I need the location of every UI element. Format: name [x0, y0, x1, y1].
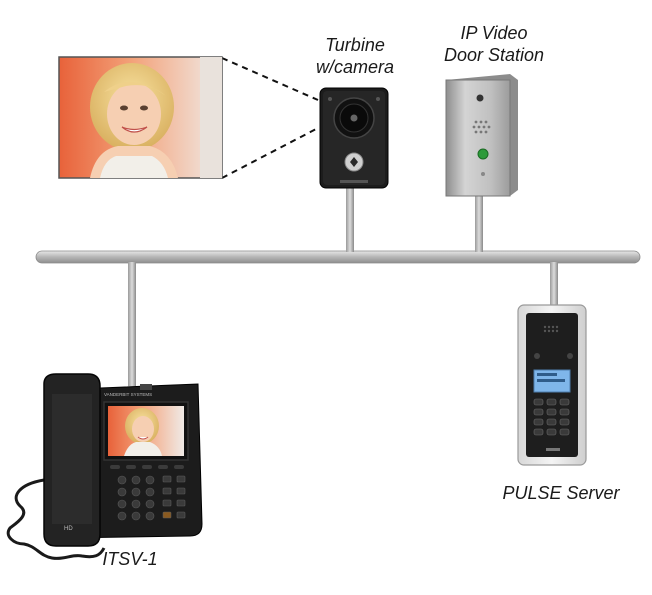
network-bus: [35, 250, 641, 264]
drop-line-turbine: [346, 188, 354, 252]
coiled-cord-icon: [6, 478, 106, 560]
ip-video-door-station-device: [445, 74, 518, 197]
turbine-label: Turbine w/camera: [300, 34, 410, 78]
camera-feed-image: [58, 56, 223, 179]
turbine-label-line1: Turbine: [325, 35, 385, 55]
speaker-grille-icon: [543, 325, 559, 333]
pulse-server-device: [517, 304, 587, 466]
person-face-icon: [124, 408, 162, 456]
door-station-label: IP Video Door Station: [424, 22, 564, 66]
pulse-server-label: PULSE Server: [502, 483, 620, 503]
keypad: [533, 398, 570, 436]
speaker-grille-icon: [472, 120, 491, 134]
person-face-icon: [90, 63, 178, 178]
drop-line-pulse: [550, 262, 558, 307]
drop-line-door-station: [475, 195, 483, 252]
phone-soft-keys: [110, 465, 184, 469]
door-station-label-line1: IP Video: [460, 23, 528, 43]
itsv-1-phone-device: VANDERBIT SYSTEMS: [6, 373, 203, 560]
video-feed-zoom-lines: [221, 57, 319, 179]
itsv-label: ITSV-1: [102, 549, 158, 569]
phone-keypad: [117, 475, 155, 521]
turbine-label-line2: w/camera: [315, 57, 395, 77]
drop-line-itsv: [128, 262, 136, 386]
phone-brand-text: VANDERBIT SYSTEMS: [104, 392, 152, 397]
phone-hd-text: HD: [64, 526, 73, 532]
door-station-label-line2: Door Station: [443, 45, 545, 65]
phone-function-keys: [162, 475, 186, 519]
turbine-camera-device: [319, 87, 389, 189]
